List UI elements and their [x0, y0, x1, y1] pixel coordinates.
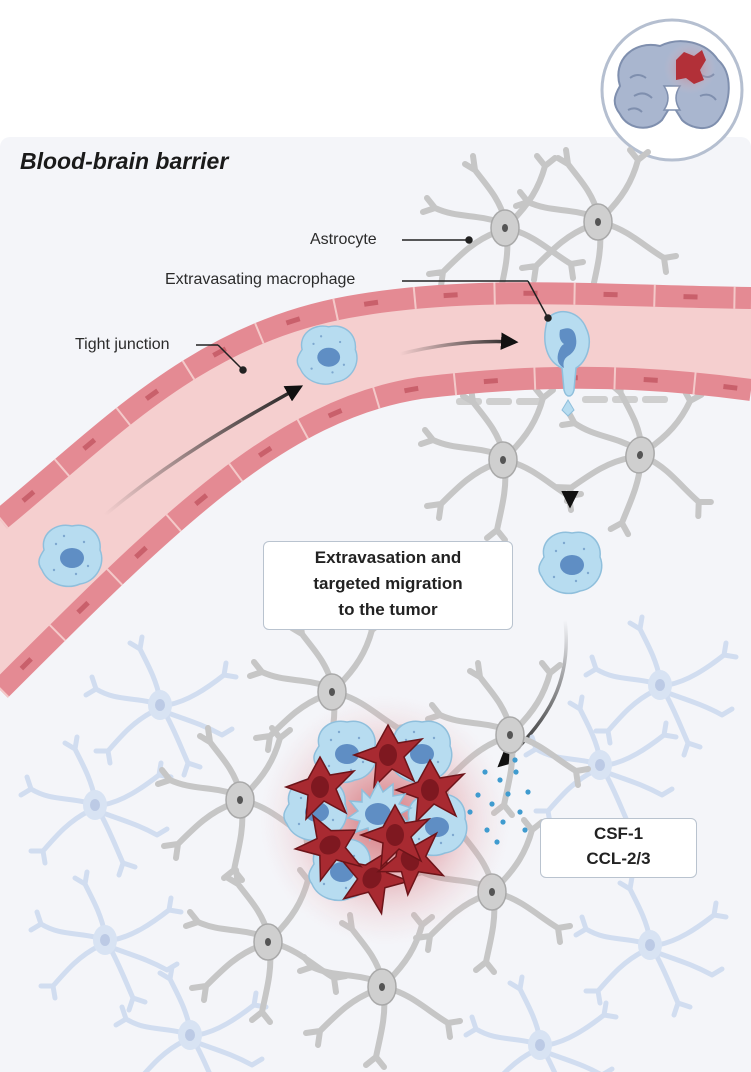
arrow-in-vessel-1 [103, 385, 304, 517]
arrow-in-vessel-2 [399, 332, 519, 356]
macrophage-cell-1 [38, 524, 103, 588]
label-astrocyte: Astrocyte [310, 231, 377, 248]
migration-callout-line-3: to the tumor [338, 600, 438, 619]
cytokine-callout-line-1: CSF-1 [593, 824, 644, 843]
macrophage-cell-2 [296, 325, 358, 385]
cytokine-callout: CSF-1 CCL-2/3 [540, 818, 697, 878]
astrocyte-cells-lower [421, 370, 729, 547]
migration-callout-line-2: targeted migration [313, 574, 463, 593]
label-extravasating-macrophage: Extravasating macrophage [165, 271, 356, 288]
cytokine-dots [467, 757, 531, 845]
cytokine-callout-line-2: CCL-2/3 [586, 849, 651, 868]
leader-lines [196, 236, 552, 374]
blood-vessel [0, 282, 751, 698]
macrophage-cell-3 [538, 531, 603, 595]
extravasating-macrophage [544, 310, 590, 417]
migration-callout: Extravasation and targeted migration to … [263, 541, 513, 630]
diagram-title: Blood-brain barrier [20, 148, 229, 174]
label-tight-junction: Tight junction [75, 336, 170, 353]
migration-callout-line-1: Extravasation and [314, 548, 462, 567]
tumor-mass [260, 695, 510, 945]
brain-tumor-icon [600, 18, 744, 162]
